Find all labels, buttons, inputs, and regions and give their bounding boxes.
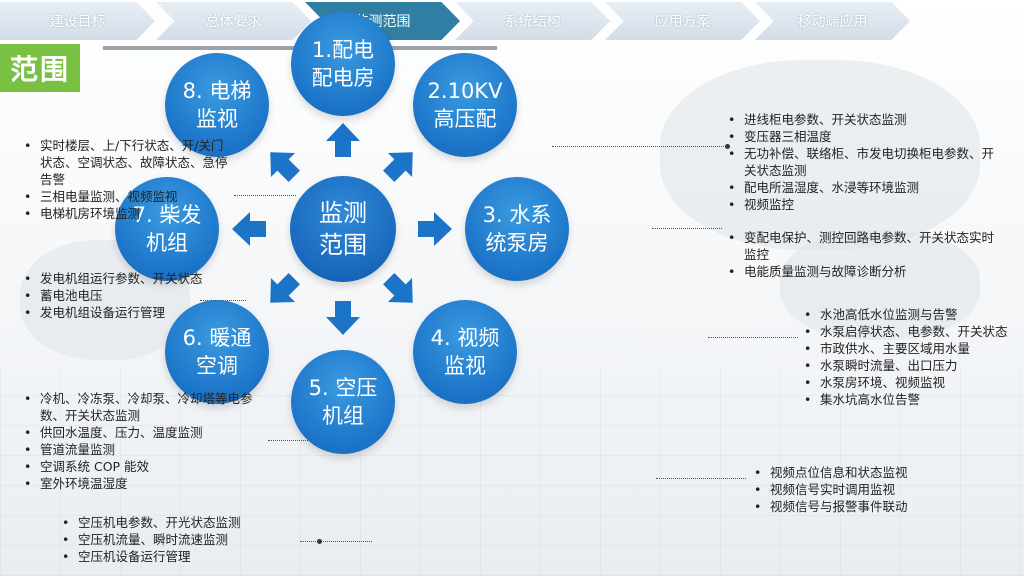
arrow-right-icon — [418, 212, 452, 246]
list-item: 电梯机房环境监测 — [18, 205, 228, 222]
list-elevator: 实时楼层、上/下行状态、开/关门状态、空调状态、故障状态、急停告警 三相电量监测… — [18, 137, 228, 222]
node-2-high-voltage[interactable]: 2.10KV 高压配 — [413, 53, 517, 157]
list-generator: 发电机组运行参数、开关状态 蓄电池电压 发电机组设备运行管理 — [18, 270, 208, 321]
page-title: 范围 — [9, 53, 70, 86]
arrow-up-icon — [326, 123, 360, 157]
list-item: 电能质量监测与故障诊断分析 — [722, 263, 1002, 280]
list-item: 水池高低水位监测与告警 — [798, 306, 1013, 323]
list-item: 水泵房环境、视频监视 — [798, 374, 1013, 391]
arrow-up-right-icon — [383, 152, 413, 182]
list-distribution: 进线柜电参数、开关状态监测 变压器三相温度 无功补偿、联络柜、市发电切换柜电参数… — [722, 111, 1002, 213]
connector-dot — [725, 144, 730, 149]
node-4-video[interactable]: 4. 视频 监视 — [413, 300, 517, 404]
nav-tab-structure[interactable]: 系统结构 — [455, 2, 610, 40]
list-item: 空压机流量、瞬时流速监测 — [56, 531, 296, 548]
arrow-down-icon — [326, 301, 360, 335]
node-5-air-compressor[interactable]: 5. 空压 机组 — [291, 350, 395, 454]
connector-line — [234, 195, 296, 196]
arrow-down-right-icon — [383, 273, 413, 303]
list-item: 视频点位信息和状态监视 — [748, 464, 988, 481]
list-item: 空调系统 COP 能效 — [18, 458, 268, 475]
list-item: 水泵启停状态、电参数、开关状态 — [798, 323, 1013, 340]
list-item: 空压机设备运行管理 — [56, 548, 296, 565]
connector-line — [652, 228, 722, 229]
list-item: 无功补偿、联络柜、市发电切换柜电参数、开关状态监测 — [722, 145, 1002, 179]
list-item: 管道流量监测 — [18, 441, 268, 458]
center-node-monitoring-scope[interactable]: 监测 范围 — [290, 176, 396, 282]
list-item: 变配电保护、测控回路电参数、开关状态实时监控 — [722, 229, 1002, 263]
list-item: 发电机组运行参数、开关状态 — [18, 270, 208, 287]
connector-line — [268, 440, 308, 441]
nav-tab-requirements[interactable]: 总体要求 — [156, 2, 311, 40]
list-high-voltage: 变配电保护、测控回路电参数、开关状态实时监控 电能质量监测与故障诊断分析 — [722, 229, 1002, 280]
list-item: 空压机电参数、开光状态监测 — [56, 514, 296, 531]
connector-line — [708, 337, 798, 338]
list-item: 视频监控 — [722, 196, 1002, 213]
connector-line — [300, 541, 372, 542]
connector-line — [200, 300, 246, 301]
list-item: 配电所温湿度、水浸等环境监测 — [722, 179, 1002, 196]
node-3-water-pump[interactable]: 3. 水系 统泵房 — [465, 177, 569, 281]
nav-tab-solution[interactable]: 应用方案 — [605, 2, 760, 40]
list-item: 市政供水、主要区域用水量 — [798, 340, 1013, 357]
list-video: 视频点位信息和状态监视 视频信号实时调用监视 视频信号与报警事件联动 — [748, 464, 988, 515]
list-item: 三相电量监测、视频监视 — [18, 188, 228, 205]
arrow-left-icon — [232, 212, 266, 246]
list-item: 实时楼层、上/下行状态、开/关门状态、空调状态、故障状态、急停告警 — [18, 137, 228, 188]
node-1-distribution-room[interactable]: 1.配电 配电房 — [291, 12, 395, 116]
arrow-up-left-icon — [270, 152, 300, 182]
list-hvac: 冷机、冷冻泵、冷却泵、冷却塔等电参数、开关状态监测 供回水温度、压力、温度监测 … — [18, 390, 268, 492]
list-item: 视频信号与报警事件联动 — [748, 498, 988, 515]
list-item: 室外环境温湿度 — [18, 475, 268, 492]
list-item: 蓄电池电压 — [18, 287, 208, 304]
list-item: 发电机组设备运行管理 — [18, 304, 208, 321]
connector-line — [656, 478, 746, 479]
list-item: 视频信号实时调用监视 — [748, 481, 988, 498]
list-item: 供回水温度、压力、温度监测 — [18, 424, 268, 441]
connector-line — [552, 146, 728, 147]
connector-dot — [317, 539, 322, 544]
list-item: 变压器三相温度 — [722, 128, 1002, 145]
list-compressor: 空压机电参数、开光状态监测 空压机流量、瞬时流速监测 空压机设备运行管理 — [56, 514, 296, 565]
nav-tab-mobile[interactable]: 移动端应用 — [755, 2, 910, 40]
list-item: 水泵瞬时流量、出口压力 — [798, 357, 1013, 374]
page-title-box: 范围 — [0, 44, 80, 92]
nav-tab-goals[interactable]: 建设目标 — [0, 2, 155, 40]
arrow-down-left-icon — [270, 273, 300, 303]
list-pump: 水池高低水位监测与告警 水泵启停状态、电参数、开关状态 市政供水、主要区域用水量… — [798, 306, 1013, 408]
list-item: 进线柜电参数、开关状态监测 — [722, 111, 1002, 128]
list-item: 冷机、冷冻泵、冷却泵、冷却塔等电参数、开关状态监测 — [18, 390, 268, 424]
list-item: 集水坑高水位告警 — [798, 391, 1013, 408]
